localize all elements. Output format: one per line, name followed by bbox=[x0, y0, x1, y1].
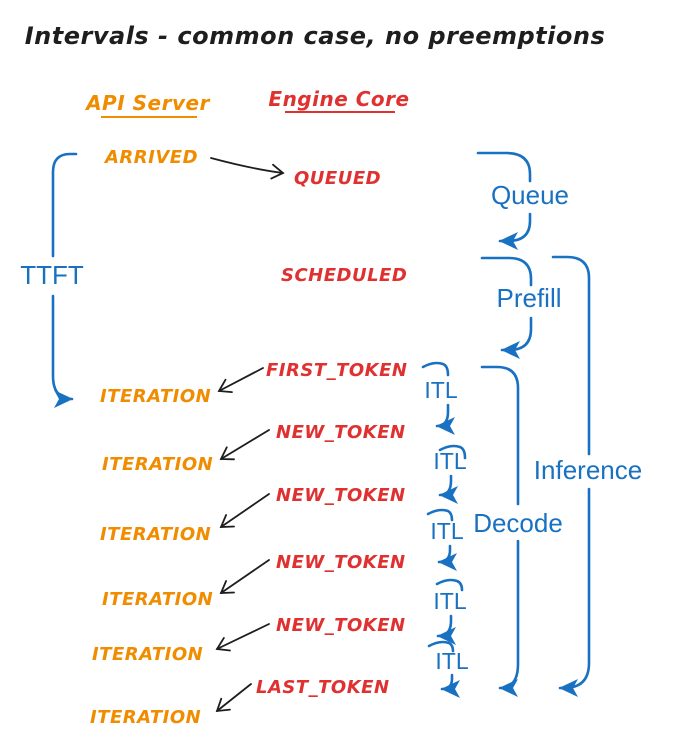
itl-arc bbox=[427, 640, 455, 653]
queue-bracket-arrow bbox=[498, 212, 532, 250]
itl-interval: ITL bbox=[426, 508, 464, 571]
itl-label: ITL bbox=[430, 518, 463, 544]
itl-hook-arrow bbox=[438, 474, 459, 504]
decode-interval: Decode bbox=[473, 365, 563, 697]
prefill-bracket-arrow bbox=[500, 316, 533, 359]
inference-label: Inference bbox=[534, 455, 642, 485]
inference-bracket-top bbox=[551, 255, 591, 456]
iteration-label: ITERATION bbox=[102, 454, 213, 475]
arrived-to-queued-arrow bbox=[210, 157, 285, 180]
queue-bracket-top bbox=[476, 151, 532, 183]
itl-arc bbox=[438, 444, 467, 460]
engine-core-events: QUEUED SCHEDULED FIRST_TOKEN NEW_TOKEN N… bbox=[256, 168, 407, 698]
diagram-title: Intervals - common case, no preemptions bbox=[25, 22, 606, 50]
queued-label: QUEUED bbox=[294, 168, 381, 189]
token-to-iteration-arrow bbox=[219, 559, 270, 594]
itl-hook-arrow bbox=[440, 673, 461, 698]
itl-arc bbox=[421, 361, 450, 377]
iteration-label: ITERATION bbox=[90, 707, 201, 728]
scheduled-label: SCHEDULED bbox=[281, 265, 407, 286]
itl-label: ITL bbox=[424, 377, 457, 403]
iteration-label: ITERATION bbox=[100, 386, 211, 407]
token-to-iteration-arrow bbox=[215, 623, 270, 652]
new-token-label: NEW_TOKEN bbox=[276, 615, 406, 636]
prefill-label: Prefill bbox=[496, 283, 561, 313]
last-token-label: LAST_TOKEN bbox=[256, 677, 390, 698]
prefill-bracket-top bbox=[480, 256, 533, 287]
token-to-iteration-arrow bbox=[215, 683, 252, 713]
itl-hook-arrow bbox=[437, 544, 458, 571]
queue-interval: Queue bbox=[476, 151, 569, 250]
prefill-interval: Prefill bbox=[480, 256, 562, 359]
itl-interval: ITL bbox=[433, 444, 467, 504]
iteration-label: ITERATION bbox=[92, 644, 203, 665]
itl-label: ITL bbox=[433, 588, 466, 614]
iteration-label: ITERATION bbox=[102, 589, 213, 610]
inference-interval: Inference bbox=[534, 255, 642, 697]
token-to-iteration-arrow bbox=[217, 367, 264, 394]
queue-label: Queue bbox=[491, 180, 569, 210]
itl-arc bbox=[426, 508, 454, 522]
decode-label: Decode bbox=[473, 508, 563, 538]
itl-interval: ITL bbox=[433, 578, 467, 645]
api-server-header: API Server bbox=[84, 91, 210, 115]
itl-hook-arrow bbox=[436, 614, 457, 645]
decode-bracket-top bbox=[480, 365, 520, 506]
itl-interval: ITL bbox=[421, 361, 458, 435]
inference-bracket-arrow bbox=[558, 487, 591, 697]
ttft-bracket-top bbox=[51, 152, 78, 258]
ttft-interval: TTFT bbox=[20, 152, 84, 408]
decode-bracket-arrow bbox=[498, 539, 520, 697]
itl-label: ITL bbox=[435, 648, 468, 674]
token-to-iteration-arrow bbox=[219, 493, 270, 528]
itl-interval: ITL bbox=[427, 640, 469, 698]
itl-intervals: ITL ITL ITL ITL ITL bbox=[421, 361, 469, 698]
itl-arc bbox=[435, 578, 464, 592]
iteration-label: ITERATION bbox=[100, 524, 211, 545]
token-to-iteration-arrow bbox=[219, 429, 270, 461]
new-token-label: NEW_TOKEN bbox=[276, 422, 406, 443]
ttft-bracket-arrow bbox=[51, 294, 74, 408]
new-token-label: NEW_TOKEN bbox=[276, 552, 406, 573]
ttft-label: TTFT bbox=[20, 260, 84, 290]
engine-core-header: Engine Core bbox=[268, 87, 409, 111]
event-connector-arrows bbox=[210, 157, 285, 713]
itl-hook-arrow bbox=[435, 403, 456, 435]
column-headers: API Server Engine Core bbox=[84, 87, 409, 118]
first-token-label: FIRST_TOKEN bbox=[266, 360, 407, 381]
arrived-label: ARRIVED bbox=[103, 147, 198, 168]
api-server-events: ARRIVED ITERATION ITERATION ITERATION IT… bbox=[90, 147, 213, 728]
itl-label: ITL bbox=[433, 448, 466, 474]
new-token-label: NEW_TOKEN bbox=[276, 485, 406, 506]
